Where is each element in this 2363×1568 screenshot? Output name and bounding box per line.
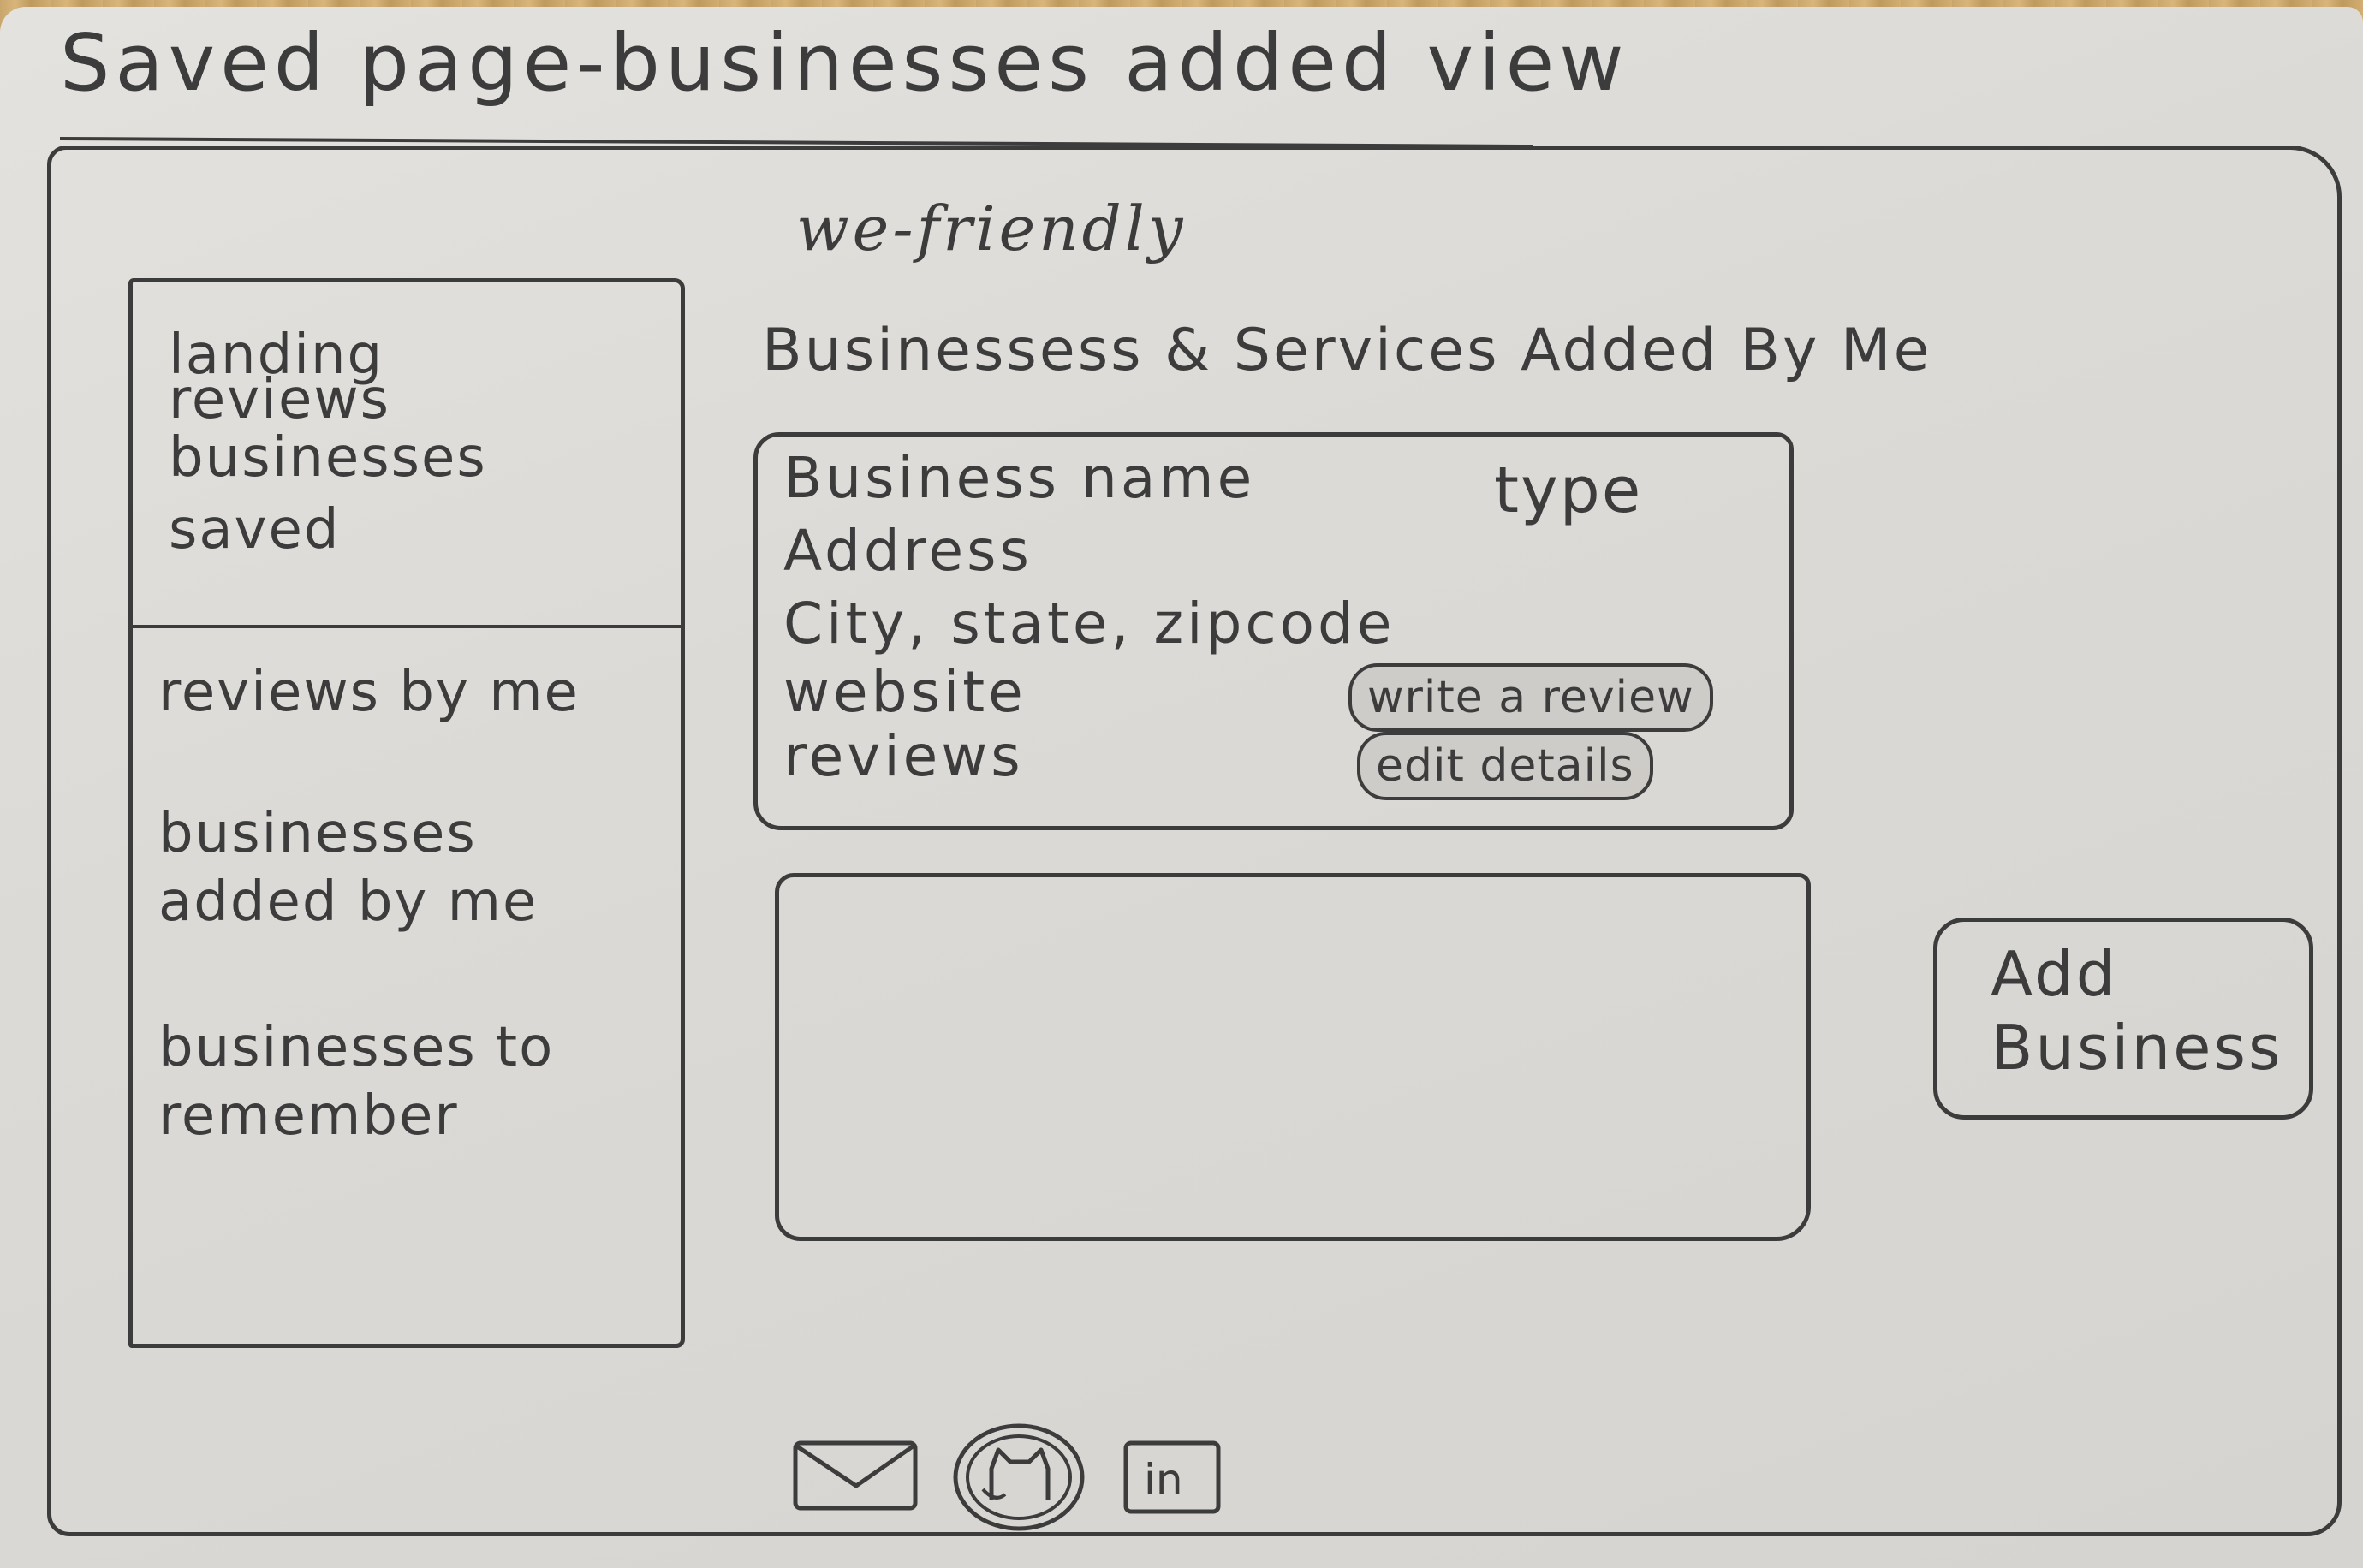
sidebar-item-landing[interactable]: landing <box>169 324 384 387</box>
github-icon[interactable] <box>950 1421 1087 1535</box>
linkedin-icon[interactable]: in <box>1122 1438 1224 1523</box>
add-business-label-line1: Add <box>1991 938 2118 1010</box>
sidebar-item-businesses-to-remember-line2[interactable]: remember <box>158 1084 459 1148</box>
business-card: Business name type Address City, state, … <box>753 432 1794 830</box>
business-type: type <box>1494 454 1643 527</box>
sidebar-item-businesses[interactable]: businesses <box>169 426 487 490</box>
content-heading: Businessess & Services Added By Me <box>762 317 1932 384</box>
mail-icon[interactable] <box>792 1438 920 1518</box>
business-city-state-zip: City, state, zipcode <box>783 591 1396 656</box>
business-website[interactable]: website <box>783 659 1027 725</box>
sidebar-item-businesses-to-remember-line1[interactable]: businesses to <box>158 1016 555 1079</box>
add-business-label-line2: Business <box>1991 1012 2283 1084</box>
add-business-button[interactable]: Add Business <box>1933 918 2313 1120</box>
business-name: Business name <box>783 445 1256 511</box>
linkedin-text: in <box>1144 1455 1183 1505</box>
business-address: Address <box>783 518 1033 584</box>
sidebar-divider <box>133 625 681 628</box>
business-reviews[interactable]: reviews <box>783 723 1024 789</box>
brand-logo[interactable]: we-friendly <box>796 193 1187 264</box>
sidebar-item-businesses-added-line1[interactable]: businesses <box>158 802 477 865</box>
sidebar-item-reviews-by-me[interactable]: reviews by me <box>158 661 580 724</box>
paper-sheet <box>0 7 2363 1568</box>
window-frame <box>47 146 2342 1536</box>
edit-details-button[interactable]: edit details <box>1357 732 1653 800</box>
sidebar: landing reviews businesses saved reviews… <box>128 278 685 1348</box>
sidebar-top-nav: landing reviews businesses saved <box>169 322 487 563</box>
sidebar-item-reviews[interactable]: reviews <box>169 368 390 431</box>
page-title: Saved page-businesses added view <box>60 17 1629 109</box>
sidebar-item-businesses-added-line2[interactable]: added by me <box>158 870 539 934</box>
sidebar-item-saved[interactable]: saved <box>169 498 341 561</box>
write-review-button[interactable]: write a review <box>1348 663 1713 732</box>
business-card-empty <box>775 873 1811 1241</box>
